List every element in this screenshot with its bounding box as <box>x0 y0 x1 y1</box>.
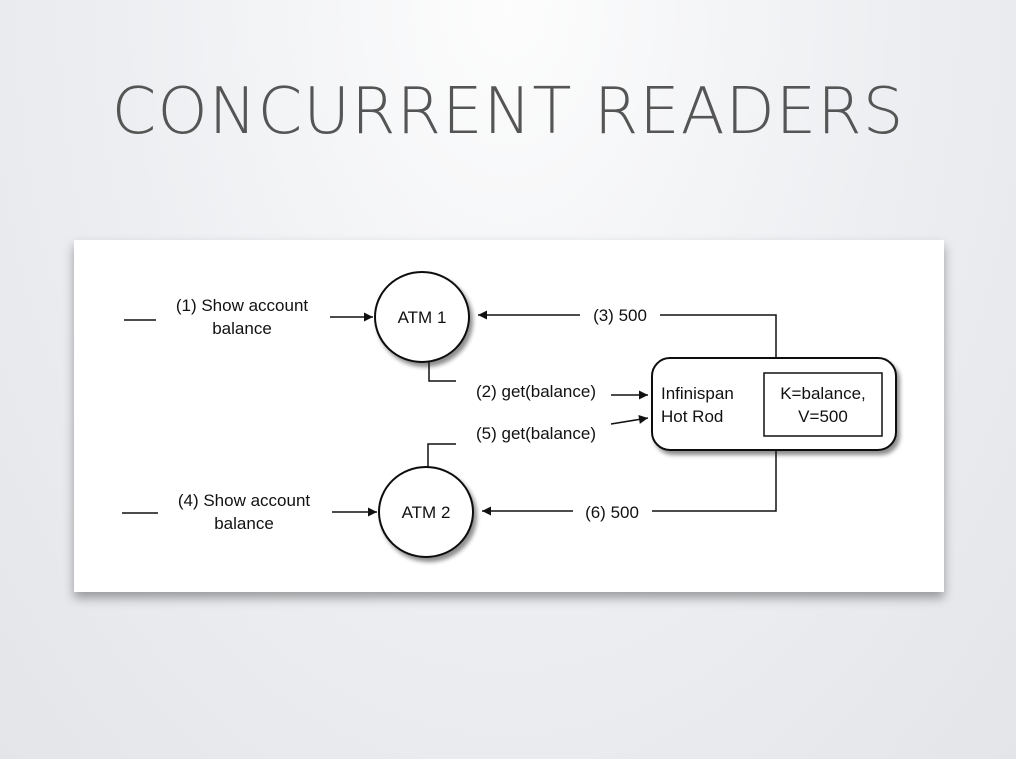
atm1-circle <box>374 271 470 363</box>
step6-return-line <box>652 450 777 512</box>
atm2-node: ATM 2 <box>378 466 474 558</box>
key-value-store-box <box>763 372 883 437</box>
step5-arrow <box>610 414 649 425</box>
edge-step3: (3) 500 <box>478 306 777 358</box>
step3-label: (3) 500 <box>593 306 647 325</box>
step2-lead-line <box>428 362 456 382</box>
edge-step1: (1) Show account balance <box>124 296 373 338</box>
edge-step5: (5) get(balance) <box>427 414 649 467</box>
edge-step6: (6) 500 <box>482 450 777 522</box>
step4-label-line1: (4) Show account <box>178 491 311 510</box>
concurrent-readers-diagram: ATM 1 ATM 2 Infinispan Hot Rod K=balance… <box>122 271 897 558</box>
server-label-line1: Infinispan <box>661 384 734 403</box>
step1-label-line2: balance <box>212 319 272 338</box>
step3-return-line <box>660 314 777 358</box>
step2-label: (2) get(balance) <box>476 382 596 401</box>
step5-label: (5) get(balance) <box>476 424 596 443</box>
store-key-label: K=balance, <box>780 384 866 403</box>
edge-step2: (2) get(balance) <box>428 362 648 401</box>
server-label-line2: Hot Rod <box>661 407 723 426</box>
step5-lead-line <box>427 443 456 467</box>
atm1-label: ATM 1 <box>398 308 447 327</box>
step6-label: (6) 500 <box>585 503 639 522</box>
atm1-node: ATM 1 <box>374 271 470 363</box>
infinispan-server-node: Infinispan Hot Rod K=balance, V=500 <box>651 357 897 451</box>
atm2-circle <box>378 466 474 558</box>
step4-label-line2: balance <box>214 514 274 533</box>
edge-step4: (4) Show account balance <box>122 491 377 533</box>
slide-title: CONCURRENT READERS <box>111 75 905 149</box>
store-value-label: V=500 <box>798 407 848 426</box>
step1-label-line1: (1) Show account <box>176 296 309 315</box>
diagram-card: ATM 1 ATM 2 Infinispan Hot Rod K=balance… <box>74 240 944 592</box>
atm2-label: ATM 2 <box>402 503 451 522</box>
